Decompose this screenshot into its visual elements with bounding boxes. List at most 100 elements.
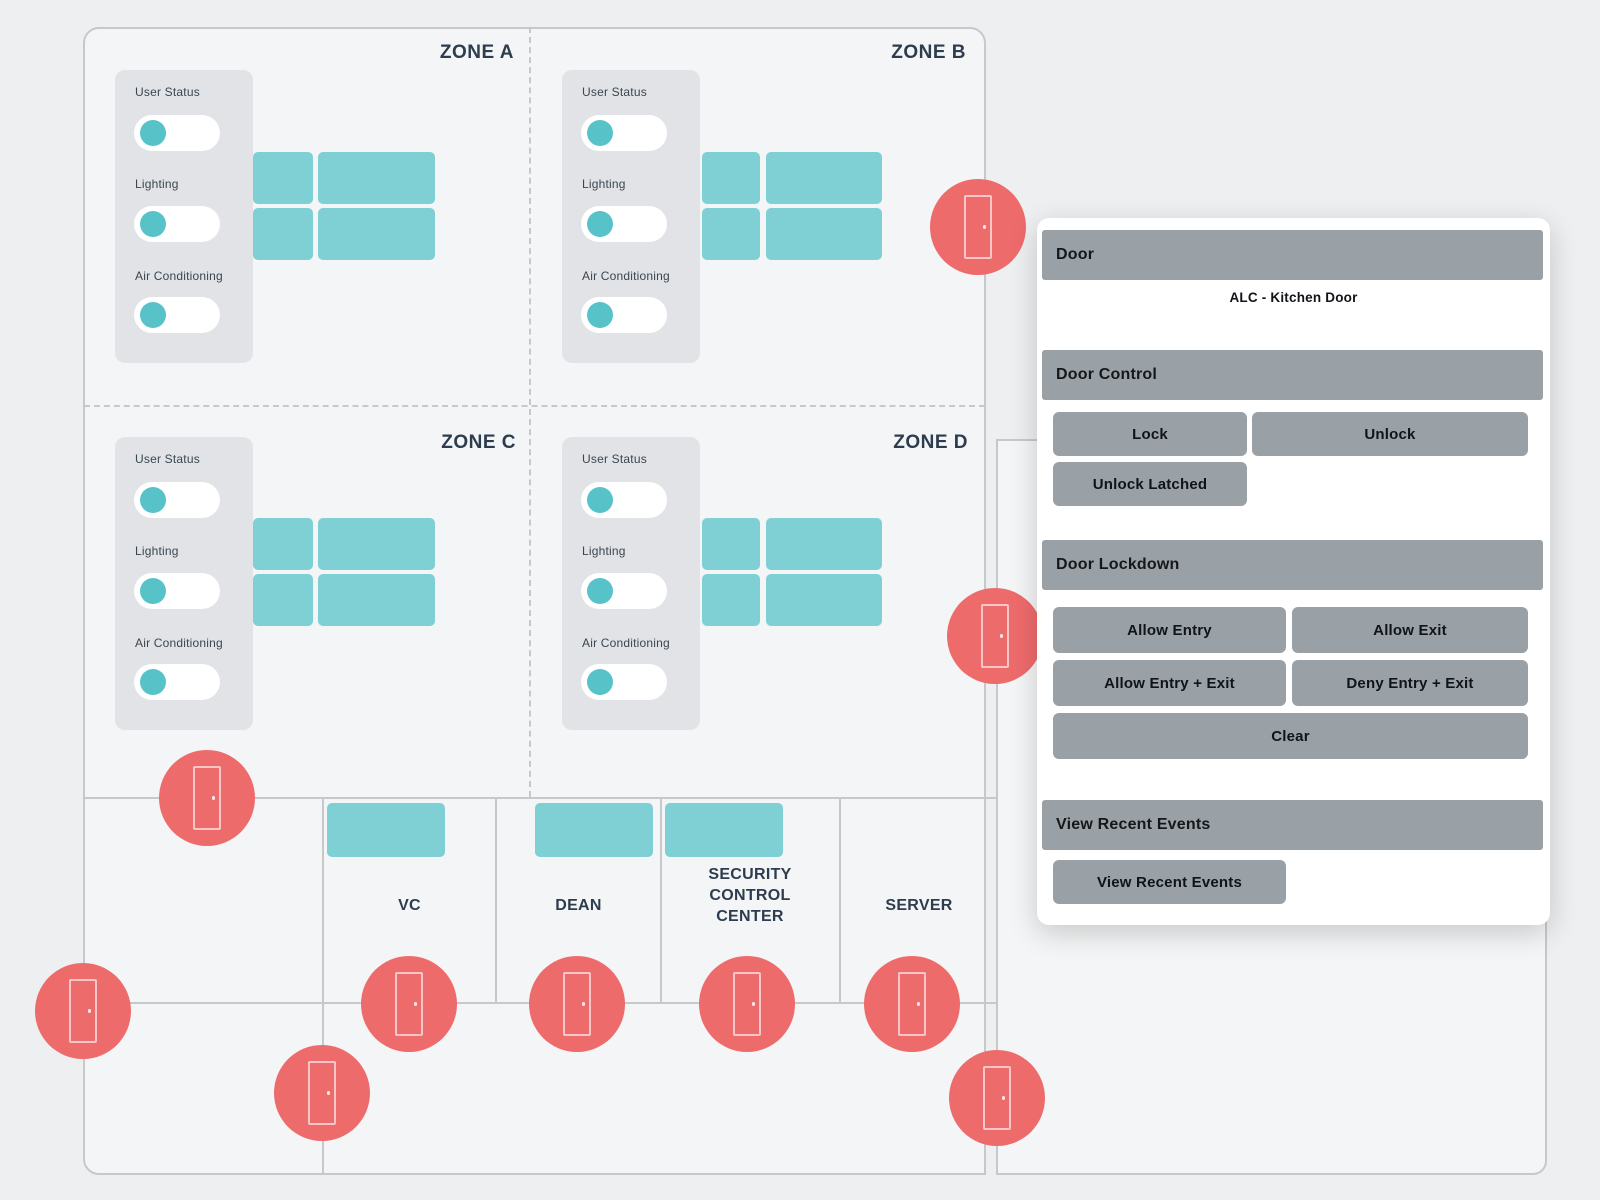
scc-room-light [665, 803, 783, 857]
door-leaf-icon [308, 1061, 336, 1125]
unlock-button[interactable]: Unlock [1252, 412, 1528, 456]
door-icon[interactable] [274, 1045, 370, 1141]
vc-dean-wall [495, 797, 497, 1002]
unlock-latched-button[interactable]: Unlock Latched [1053, 462, 1247, 506]
door-knob-icon [982, 225, 986, 229]
zone-d-air-conditioning-toggle[interactable] [581, 664, 667, 700]
door-leaf-icon [898, 972, 926, 1036]
clear-button[interactable]: Clear [1053, 713, 1528, 759]
door-leaf-icon [395, 972, 423, 1036]
dean-room-light [535, 803, 653, 857]
door-icon[interactable] [930, 179, 1026, 275]
scc-server-wall [839, 797, 841, 1002]
door-knob-icon [211, 796, 215, 800]
zone-d-light [702, 574, 760, 626]
zone-d-label: ZONE D [893, 432, 968, 453]
toggle-knob [140, 487, 166, 513]
door-icon[interactable] [699, 956, 795, 1052]
toggle-knob [587, 578, 613, 604]
air-conditioning-label: Air Conditioning [135, 269, 223, 283]
zone-d-light [702, 518, 760, 570]
zone-d-control-panel: User Status Lighting Air Conditioning [562, 437, 700, 730]
zone-b-control-panel: User Status Lighting Air Conditioning [562, 70, 700, 363]
user-status-label: User Status [582, 85, 647, 99]
door-leaf-icon [983, 1066, 1011, 1130]
zone-d-light [766, 518, 882, 570]
zone-a-lighting-toggle[interactable] [134, 206, 220, 242]
door-leaf-icon [193, 766, 221, 830]
zone-a-air-conditioning-toggle[interactable] [134, 297, 220, 333]
air-conditioning-label: Air Conditioning [582, 269, 670, 283]
door-leaf-icon [563, 972, 591, 1036]
zone-a-control-panel: User Status Lighting Air Conditioning [115, 70, 253, 363]
zone-c-label: ZONE C [441, 432, 516, 453]
zone-c-lighting-toggle[interactable] [134, 573, 220, 609]
zone-a-light [253, 152, 313, 204]
door-section-header: Door [1042, 230, 1543, 280]
allow-entry-exit-button[interactable]: Allow Entry + Exit [1053, 660, 1286, 706]
zone-c-air-conditioning-toggle[interactable] [134, 664, 220, 700]
dean-scc-wall [660, 797, 662, 1002]
door-control-popup: Door ALC - Kitchen Door Door Control Loc… [1037, 218, 1550, 925]
room-label-vc: VC [398, 897, 421, 914]
door-name: ALC - Kitchen Door [1229, 290, 1358, 305]
door-knob-icon [413, 1002, 417, 1006]
door-icon[interactable] [361, 956, 457, 1052]
door-icon[interactable] [864, 956, 960, 1052]
zone-a-light [318, 208, 435, 260]
door-icon[interactable] [529, 956, 625, 1052]
zone-c-light [318, 574, 435, 626]
allow-exit-button[interactable]: Allow Exit [1292, 607, 1528, 653]
toggle-knob [587, 669, 613, 695]
lighting-label: Lighting [582, 544, 626, 558]
door-knob-icon [326, 1091, 330, 1095]
door-knob-icon [999, 634, 1003, 638]
lighting-label: Lighting [582, 177, 626, 191]
view-recent-events-section-header: View Recent Events [1042, 800, 1543, 850]
allow-entry-button[interactable]: Allow Entry [1053, 607, 1286, 653]
lock-button[interactable]: Lock [1053, 412, 1247, 456]
toggle-knob [587, 302, 613, 328]
zone-d-user-status-toggle[interactable] [581, 482, 667, 518]
zone-c-control-panel: User Status Lighting Air Conditioning [115, 437, 253, 730]
door-icon[interactable] [949, 1050, 1045, 1146]
rooms-top-wall [84, 797, 997, 799]
view-recent-events-button[interactable]: View Recent Events [1053, 860, 1286, 904]
zone-b-lighting-toggle[interactable] [581, 206, 667, 242]
zone-d-light [766, 574, 882, 626]
zone-b-air-conditioning-toggle[interactable] [581, 297, 667, 333]
zone-a-user-status-toggle[interactable] [134, 115, 220, 151]
zone-b-label: ZONE B [891, 42, 966, 63]
toggle-knob [140, 211, 166, 237]
zone-b-light [766, 208, 882, 260]
zone-a-light [253, 208, 313, 260]
door-leaf-icon [733, 972, 761, 1036]
deny-entry-exit-button[interactable]: Deny Entry + Exit [1292, 660, 1528, 706]
room-label-server: SERVER [885, 897, 953, 914]
door-icon[interactable] [947, 588, 1043, 684]
door-leaf-icon [981, 604, 1009, 668]
toggle-knob [140, 120, 166, 146]
door-icon[interactable] [159, 750, 255, 846]
lighting-label: Lighting [135, 177, 179, 191]
zone-divider-vertical [529, 27, 531, 797]
vc-room-light [327, 803, 445, 857]
zone-c-user-status-toggle[interactable] [134, 482, 220, 518]
toggle-knob [587, 487, 613, 513]
door-lockdown-section-header: Door Lockdown [1042, 540, 1543, 590]
zone-b-light [766, 152, 882, 204]
zone-a-label: ZONE A [439, 42, 514, 63]
user-status-label: User Status [582, 452, 647, 466]
user-status-label: User Status [135, 452, 200, 466]
zone-a-light [318, 152, 435, 204]
room-label-security-control-center: SECURITY CONTROL CENTER [708, 866, 792, 925]
vc-left-wall [322, 797, 324, 1174]
door-icon[interactable] [35, 963, 131, 1059]
door-control-section-header: Door Control [1042, 350, 1543, 400]
zone-d-lighting-toggle[interactable] [581, 573, 667, 609]
zone-b-user-status-toggle[interactable] [581, 115, 667, 151]
door-knob-icon [916, 1002, 920, 1006]
toggle-knob [140, 578, 166, 604]
user-status-label: User Status [135, 85, 200, 99]
